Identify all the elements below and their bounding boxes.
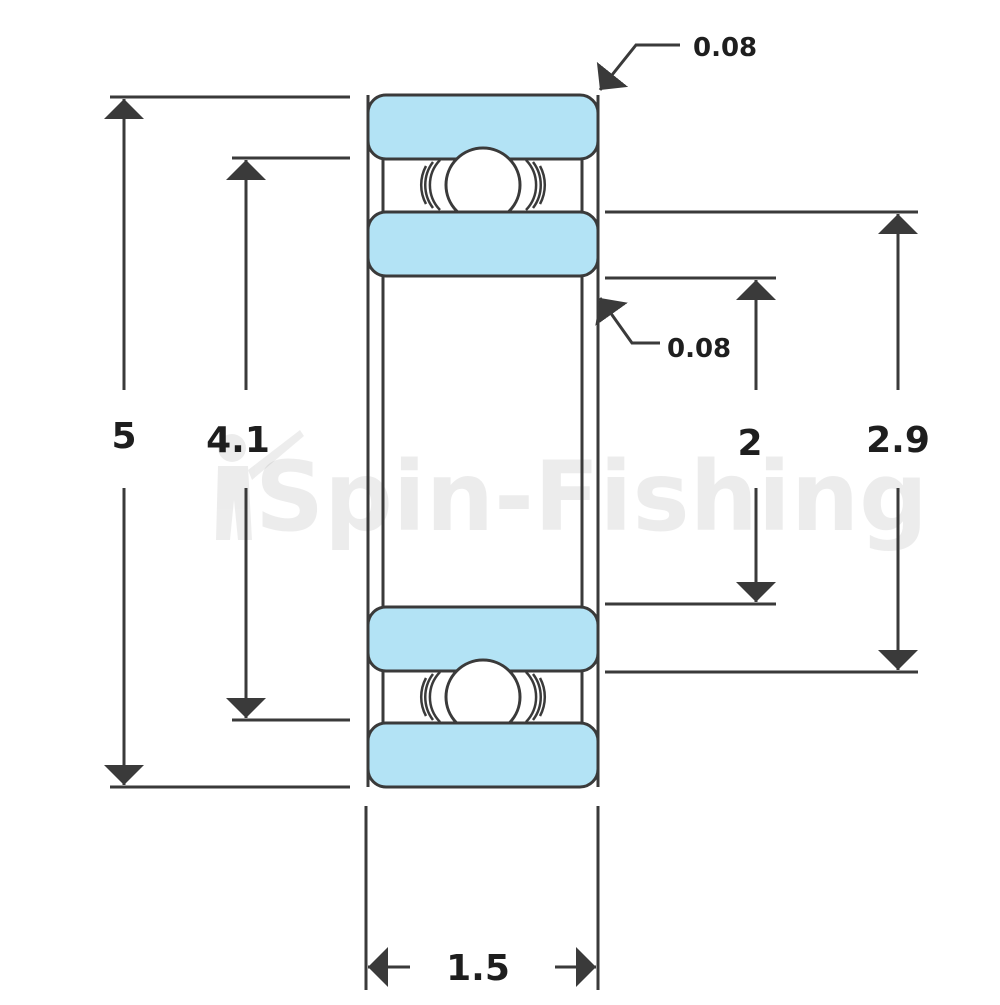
label-bore-diameter: 2 <box>737 423 762 464</box>
label-top-chamfer: 0.08 <box>693 33 757 63</box>
label-outer-ring-inner-diameter: 4.1 <box>206 420 270 461</box>
label-bore-chamfer: 0.08 <box>667 334 731 364</box>
inner-ring-top <box>366 210 600 278</box>
outer-ring-bottom <box>366 721 600 789</box>
ball-cage-top <box>419 159 547 211</box>
leader-bore-chamfer <box>595 297 660 345</box>
dimension-width <box>364 806 600 990</box>
label-width: 1.5 <box>446 948 510 989</box>
dimension-outer-diameter <box>104 95 350 789</box>
angler-logo-icon <box>216 430 304 540</box>
leader-top-chamfer <box>596 43 680 91</box>
bearing-drawing <box>366 93 600 789</box>
dimension-bore-diameter <box>605 276 776 606</box>
watermark-text: Spin-Fishing <box>255 441 928 553</box>
dimension-inner-ring-outer-diameter <box>605 210 918 674</box>
label-outer-diameter: 5 <box>111 416 136 457</box>
watermark: Spin-Fishing <box>216 430 928 553</box>
ball-cage-bottom <box>419 671 547 723</box>
dimension-outer-ring-inner-diameter <box>226 156 350 722</box>
label-inner-ring-outer-diameter: 2.9 <box>866 420 930 461</box>
